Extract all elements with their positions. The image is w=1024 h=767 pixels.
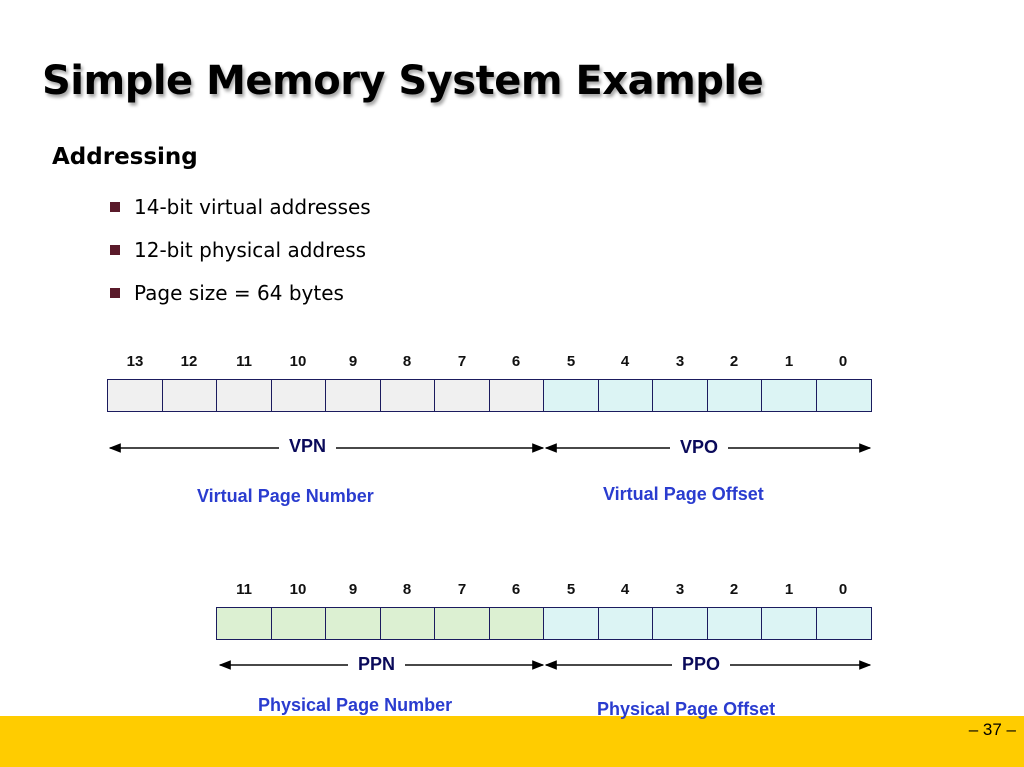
vpo-bit-cell <box>598 379 654 412</box>
virtual-bit-number: 9 <box>348 353 358 370</box>
ppo-bit-cell <box>816 607 872 640</box>
physical-bit-number: 0 <box>838 581 848 598</box>
vpo-bit-cell <box>761 379 817 412</box>
physical-bit-number: 9 <box>348 581 358 598</box>
ppo-description: Physical Page Offset <box>597 699 776 719</box>
vpo-bit-cell <box>816 379 872 412</box>
physical-bit-number: 8 <box>402 581 412 598</box>
vpn-bit-cell <box>107 379 163 412</box>
bullet-square-icon <box>110 202 120 212</box>
vpn-bit-cell <box>162 379 218 412</box>
vpn-bit-cell <box>434 379 490 412</box>
physical-bit-number: 2 <box>729 581 739 598</box>
virtual-bit-number: 4 <box>620 353 630 370</box>
ppn-bit-cell <box>271 607 327 640</box>
ppo-bit-cell <box>598 607 654 640</box>
vpo-label: VPO <box>670 437 729 458</box>
vpo-bit-cell <box>652 379 708 412</box>
physical-bit-number: 4 <box>620 581 630 598</box>
virtual-bit-number: 3 <box>675 353 685 370</box>
virtual-bit-number: 2 <box>729 353 739 370</box>
vpo-description: Virtual Page Offset <box>603 484 764 504</box>
bullet-item: 12-bit physical address <box>110 238 366 262</box>
footer-bar <box>0 716 1024 767</box>
ppn-bit-cell <box>325 607 381 640</box>
ppn-bit-cell <box>216 607 272 640</box>
bullet-text: 14-bit virtual addresses <box>134 195 371 219</box>
virtual-bit-number: 1 <box>784 353 794 370</box>
ppo-bit-cell <box>707 607 763 640</box>
bullet-square-icon <box>110 245 120 255</box>
vpn-description: Virtual Page Number <box>197 486 374 506</box>
physical-bit-number: 10 <box>289 581 307 598</box>
virtual-bit-number: 10 <box>289 353 307 370</box>
physical-bit-number: 11 <box>236 581 252 598</box>
slide-title: Simple Memory System Example <box>42 58 764 104</box>
vpn-bit-cell <box>271 379 327 412</box>
ppo-label: PPO <box>672 654 731 675</box>
virtual-bit-number: 8 <box>402 353 412 370</box>
virtual-bit-number: 0 <box>838 353 848 370</box>
physical-bit-number: 3 <box>675 581 685 598</box>
virtual-bit-number: 12 <box>180 353 198 370</box>
ppo-bit-cell <box>761 607 817 640</box>
bullet-item: Page size = 64 bytes <box>110 281 344 305</box>
physical-bit-number: 6 <box>511 581 521 598</box>
vpn-label: VPN <box>279 436 337 457</box>
virtual-bit-number: 5 <box>566 353 576 370</box>
section-heading: Addressing <box>52 144 198 170</box>
ppo-bit-cell <box>543 607 599 640</box>
ppn-bit-cell <box>380 607 436 640</box>
vpn-bit-cell <box>489 379 545 412</box>
bullet-item: 14-bit virtual addresses <box>110 195 371 219</box>
ppn-bit-cell <box>434 607 490 640</box>
bullet-text: Page size = 64 bytes <box>134 281 344 305</box>
vpn-bit-cell <box>216 379 272 412</box>
virtual-bit-number: 6 <box>511 353 521 370</box>
virtual-bit-number: 13 <box>126 353 144 370</box>
bullet-square-icon <box>110 288 120 298</box>
ppn-description: Physical Page Number <box>258 695 453 715</box>
ppn-label: PPN <box>348 654 406 675</box>
virtual-bit-number: 11 <box>236 353 252 370</box>
bullet-text: 12-bit physical address <box>134 238 367 262</box>
page-number: – 37 – <box>968 720 1016 739</box>
physical-bit-number: 5 <box>566 581 576 598</box>
vpn-bit-cell <box>380 379 436 412</box>
physical-bit-number: 1 <box>784 581 794 598</box>
virtual-bit-number: 7 <box>457 353 467 370</box>
physical-bit-number: 7 <box>457 581 467 598</box>
